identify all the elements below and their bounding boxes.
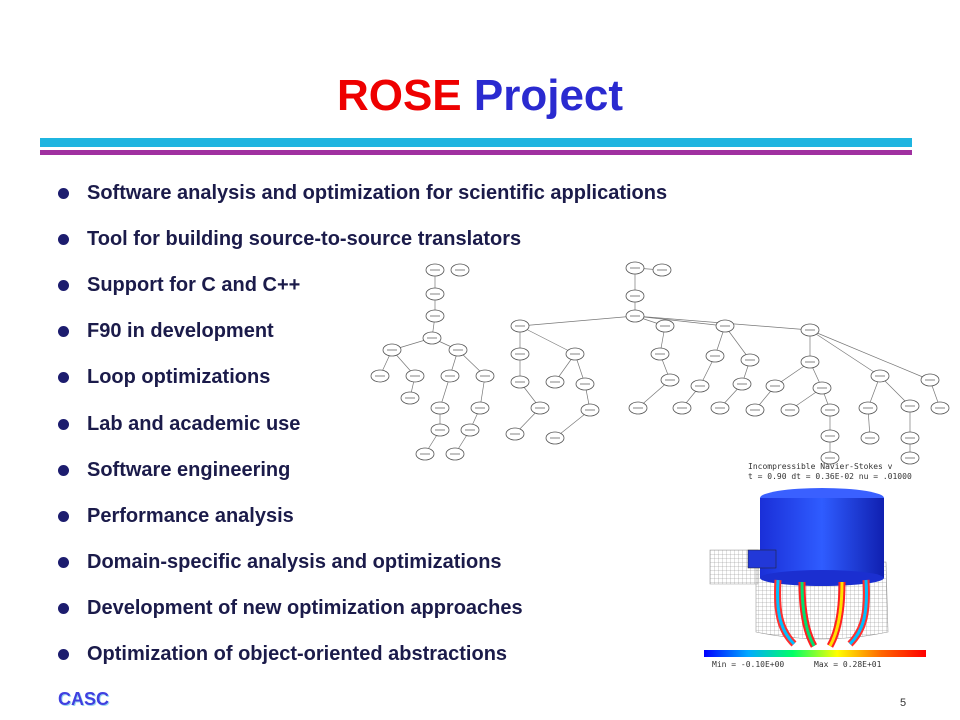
bullet-dot-icon <box>58 372 69 384</box>
bullet-text: Loop optimizations <box>87 366 271 389</box>
bullet-item: Optimization of object-oriented abstract… <box>58 632 667 678</box>
tree-edge <box>809 329 881 377</box>
bullet-dot-icon <box>58 649 69 661</box>
casc-logo: CASC <box>58 689 110 709</box>
slide-title-project: Project <box>473 71 624 120</box>
bullet-text: Optimization of object-oriented abstract… <box>87 643 508 666</box>
bullet-item: Development of new optimization approach… <box>58 586 667 632</box>
bullet-text: F90 in development <box>87 320 274 343</box>
tree-edge <box>519 325 576 355</box>
bullet-dot-icon <box>58 418 69 430</box>
tree-edge <box>809 329 931 381</box>
bullet-item: Lab and academic use <box>58 401 667 447</box>
navier-stokes-simulation-image: Incompressible Navier-Stokes v t = 0.90 … <box>704 462 926 669</box>
bullet-dot-icon <box>58 279 69 291</box>
bullet-item: Software analysis and optimization for s… <box>58 170 667 216</box>
slide-title-rose: ROSE <box>336 71 462 120</box>
bullet-text: Lab and academic use <box>87 412 301 435</box>
title-divider-cyan <box>40 138 912 147</box>
bullet-dot-icon <box>58 233 69 245</box>
bullet-text: Software analysis and optimization for s… <box>87 181 668 204</box>
bullet-text: Software engineering <box>87 458 291 481</box>
figure-max-label: Max = 0.28E+01 <box>814 660 882 669</box>
bullet-dot-icon <box>58 187 69 199</box>
bullet-dot-icon <box>58 510 69 522</box>
bullet-item: Domain-specific analysis and optimizatio… <box>58 540 667 586</box>
title-divider-magenta <box>40 150 912 155</box>
bullet-dot-icon <box>58 326 69 338</box>
bullet-dot-icon <box>58 557 69 569</box>
bullet-dot-icon <box>58 603 69 615</box>
bullet-item: Loop optimizations <box>58 355 667 401</box>
bullet-text: Domain-specific analysis and optimizatio… <box>87 551 502 574</box>
tree-edge <box>519 315 636 327</box>
figure-subtitle: t = 0.90 dt = 0.36E-02 nu = .01000 <box>748 472 912 481</box>
bullet-text: Performance analysis <box>87 504 294 527</box>
bullet-text: Tool for building source-to-source trans… <box>87 227 522 250</box>
bullet-item: Support for C and C++ <box>58 262 667 308</box>
ast-tree-graph-image <box>370 261 950 465</box>
page-number: 5 <box>900 697 907 709</box>
figure-min-label: Min = -0.10E+00 <box>712 660 784 669</box>
bullet-dot-icon <box>58 464 69 476</box>
slide-title: ROSE Project <box>0 66 960 126</box>
bullet-text: Development of new optimization approach… <box>87 597 523 620</box>
bullet-item: Performance analysis <box>58 493 667 539</box>
figure-title: Incompressible Navier-Stokes v <box>748 462 893 471</box>
bullet-list: Software analysis and optimization for s… <box>58 170 667 678</box>
bullet-item: Software engineering <box>58 447 667 493</box>
bullet-text: Support for C and C++ <box>87 273 301 296</box>
bullet-item: Tool for building source-to-source trans… <box>58 216 667 262</box>
tree-edge <box>634 315 726 327</box>
bullet-item: F90 in development <box>58 309 667 355</box>
